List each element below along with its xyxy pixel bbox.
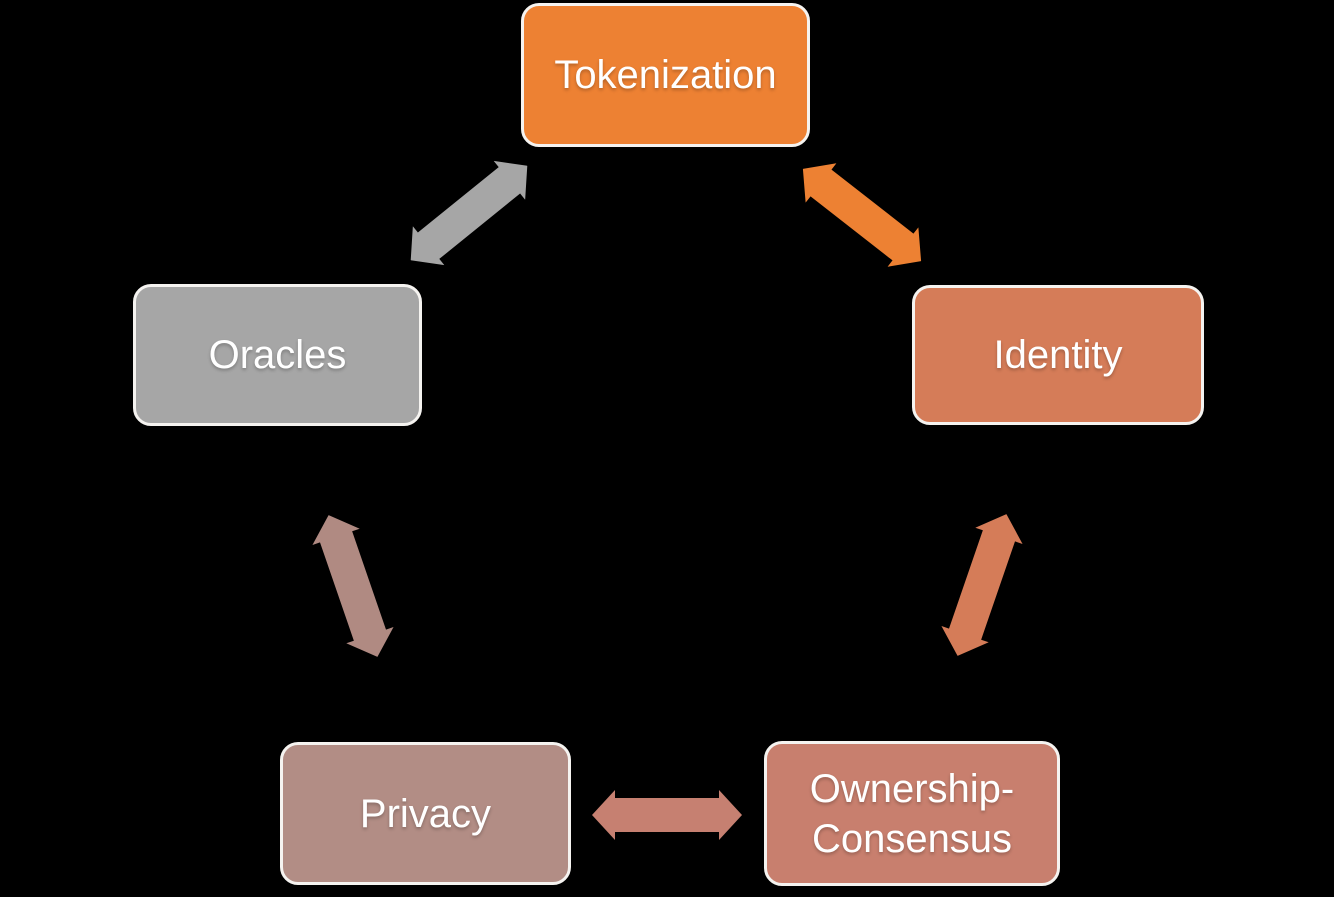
node-label: Identity (993, 333, 1123, 377)
node-tokenization: Tokenization (521, 3, 810, 147)
double-arrow-shape (312, 515, 394, 657)
double-arrow-shape (941, 514, 1023, 656)
node-label: Tokenization (554, 53, 777, 97)
double-arrow-icon-identity-ownership-consensus (934, 506, 1030, 664)
node-identity: Identity (912, 285, 1204, 425)
node-label: Privacy (359, 791, 492, 836)
double-arrow-icon-privacy-ownership-consensus (592, 790, 742, 840)
node-oracles: Oracles (133, 284, 422, 426)
double-arrow-shape (592, 790, 742, 840)
node-label: Ownership-Consensus (809, 766, 1015, 861)
double-arrow-icon-oracles-tokenization (395, 146, 543, 279)
double-arrow-shape (410, 160, 528, 266)
double-arrow-icon-tokenization-identity (788, 149, 937, 281)
node-ownership-consensus: Ownership-Consensus (764, 741, 1060, 886)
double-arrow-icon-oracles-privacy (305, 507, 401, 665)
node-privacy: Privacy (280, 742, 571, 885)
node-label: Oracles (208, 333, 347, 377)
double-arrow-shape (802, 163, 922, 267)
